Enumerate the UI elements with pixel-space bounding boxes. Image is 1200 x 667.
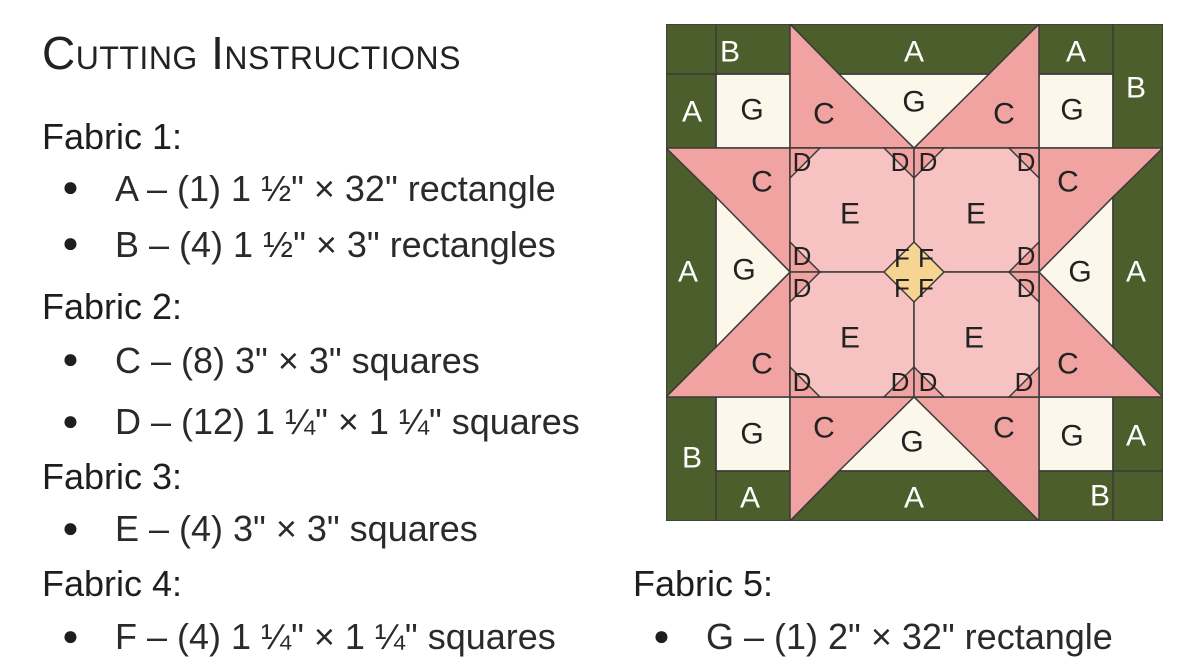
label-g: G: [732, 254, 755, 287]
label-b: B: [682, 442, 702, 475]
label-g: G: [740, 94, 763, 127]
fabric-1-item-b: B – (4) 1 ½" × 3" rectangles: [115, 224, 556, 265]
label-c: C: [813, 98, 835, 131]
a-strip: [666, 146, 717, 399]
label-f: F: [918, 243, 934, 273]
label-b: B: [1090, 480, 1110, 513]
bullet-icon: ●: [653, 620, 670, 651]
e-square: [789, 147, 915, 273]
label-a: A: [1066, 36, 1086, 69]
label-e: E: [840, 198, 860, 231]
label-g: G: [902, 86, 925, 119]
label-e: E: [966, 198, 986, 231]
label-a: A: [1126, 256, 1146, 289]
label-g: G: [1060, 94, 1083, 127]
label-d: D: [919, 367, 938, 397]
bullet-icon: ●: [62, 620, 79, 651]
bullet-icon: ●: [62, 512, 79, 543]
label-d: D: [1017, 273, 1036, 303]
fabric-2-item-d: D – (12) 1 ¼" × 1 ¼" squares: [115, 401, 580, 442]
label-a: A: [904, 482, 924, 515]
bullet-icon: ●: [62, 343, 79, 374]
label-f: F: [918, 273, 934, 303]
label-g: G: [1060, 420, 1083, 453]
label-b: B: [1126, 72, 1146, 105]
label-d: D: [1015, 367, 1034, 397]
f-diamond: [882, 240, 946, 304]
fabric-4-heading: Fabric 4:: [42, 563, 183, 604]
e-square: [913, 271, 1040, 398]
a-strip: [788, 24, 1041, 75]
page-title: Cutting Instructions: [42, 27, 461, 79]
label-a: A: [904, 36, 924, 69]
label-c: C: [1057, 348, 1079, 381]
label-f: F: [894, 243, 910, 273]
fabric-2-heading: Fabric 2:: [42, 286, 183, 327]
a-strip: [788, 470, 1041, 521]
d-corner: [789, 365, 822, 398]
d-corner: [913, 147, 946, 180]
fabric-1-heading: Fabric 1:: [42, 116, 183, 157]
label-d: D: [1017, 241, 1036, 271]
e-square: [789, 271, 915, 398]
bullet-icon: ●: [62, 405, 79, 436]
fabric-2-item-c: C – (8) 3" × 3" squares: [115, 340, 480, 381]
d-corner: [913, 365, 946, 398]
bullet-icon: ●: [62, 171, 79, 202]
label-d: D: [891, 367, 910, 397]
label-d: D: [793, 241, 812, 271]
label-a: A: [1126, 420, 1146, 453]
e-square: [913, 147, 1040, 273]
label-a: A: [740, 482, 760, 515]
label-d: D: [793, 367, 812, 397]
label-d: D: [919, 147, 938, 177]
label-c: C: [751, 166, 773, 199]
quilt-block-diagram: B A A B A A A A B A A B G G G G G G G G …: [666, 24, 1163, 521]
label-a: A: [682, 96, 702, 129]
fabric-3-item-e: E – (4) 3" × 3" squares: [115, 508, 478, 549]
label-c: C: [993, 98, 1015, 131]
label-c: C: [813, 412, 835, 445]
label-c: C: [1057, 166, 1079, 199]
label-c: C: [751, 348, 773, 381]
bullet-icon: ●: [62, 227, 79, 258]
d-corner: [1007, 147, 1040, 180]
label-c: C: [993, 412, 1015, 445]
label-f: F: [894, 273, 910, 303]
fabric-5-item-g: G – (1) 2" × 32" rectangle: [706, 616, 1113, 657]
label-d: D: [1017, 147, 1036, 177]
label-d: D: [793, 273, 812, 303]
g-square: [715, 396, 791, 472]
d-corner: [1007, 271, 1040, 304]
a-strip: [1112, 146, 1163, 399]
d-corner: [789, 147, 822, 180]
label-e: E: [840, 322, 860, 355]
d-corner: [789, 271, 822, 304]
label-g: G: [900, 426, 923, 459]
fabric-5-heading: Fabric 5:: [633, 563, 774, 604]
label-d: D: [793, 147, 812, 177]
fabric-3-heading: Fabric 3:: [42, 456, 183, 497]
label-a: A: [678, 256, 698, 289]
label-g: G: [740, 418, 763, 451]
d-corner: [1007, 365, 1040, 398]
label-g: G: [1068, 256, 1091, 289]
fabric-1-item-a: A – (1) 1 ½" × 32" rectangle: [115, 168, 556, 209]
fabric-4-item-f: F – (4) 1 ¼" × 1 ¼" squares: [115, 616, 556, 657]
label-b: B: [720, 36, 740, 69]
g-square: [715, 73, 791, 149]
label-e: E: [964, 322, 984, 355]
label-d: D: [891, 147, 910, 177]
